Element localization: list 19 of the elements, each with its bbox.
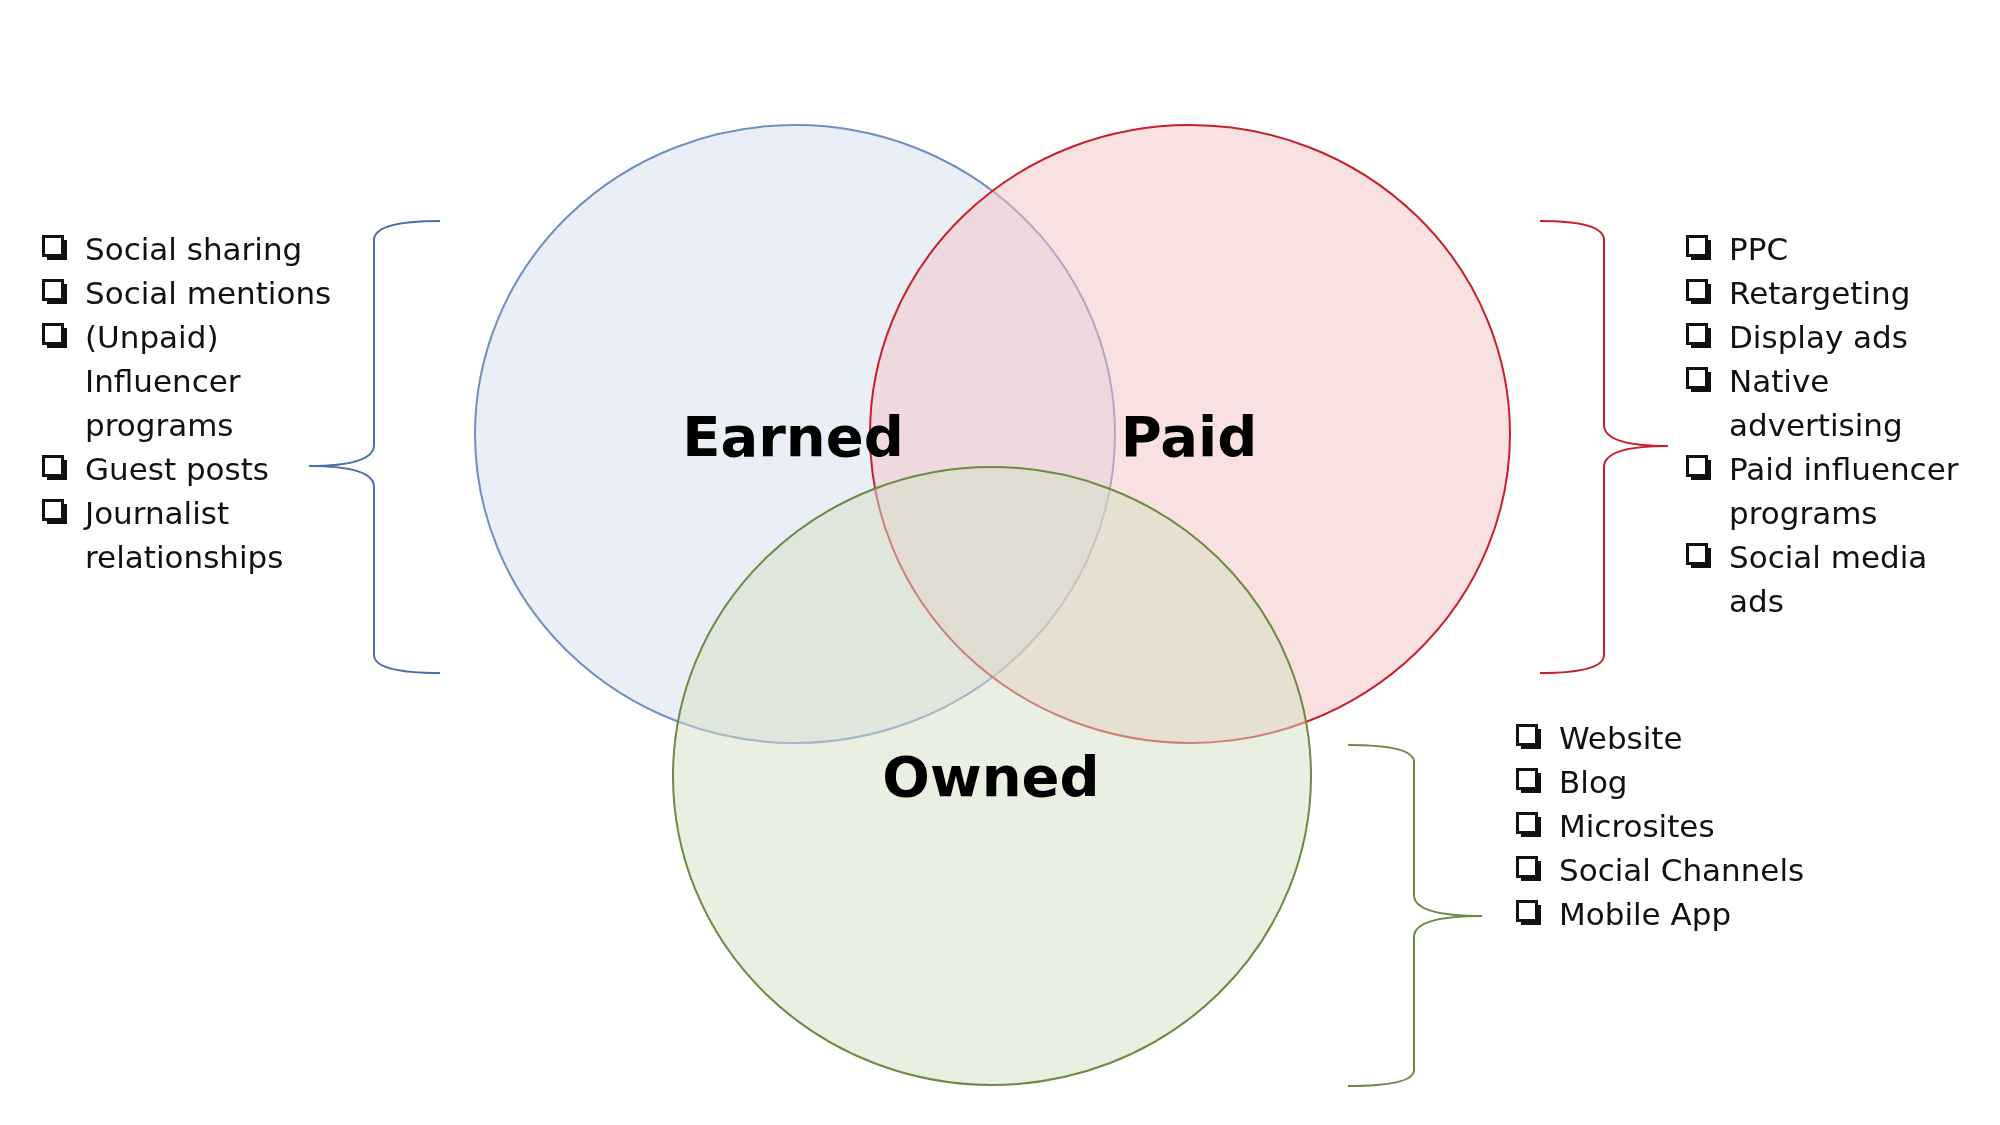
list-item-text: Social sharing (85, 230, 303, 269)
list-item-text: Social Channels (1559, 851, 1805, 890)
list-item-text: Journalist relationships (85, 494, 285, 577)
list-item-text: Social media ads (1729, 538, 1929, 621)
list-item-text: Guest posts (85, 450, 269, 489)
circle-label: Owned (882, 743, 1100, 809)
list-item-text: PPC (1729, 230, 1789, 269)
list-item-text: Social mentions (85, 274, 332, 313)
list-item-text: Mobile App (1559, 895, 1732, 934)
circle-label: Paid (1120, 403, 1258, 469)
list-item-text: Display ads (1729, 318, 1908, 357)
list-item-text: Blog (1559, 763, 1628, 802)
list-item-text: Native advertising (1729, 362, 1904, 445)
list-item-text: Microsites (1559, 807, 1715, 846)
list-item-text: Website (1559, 719, 1683, 758)
list-item-text: Retargeting (1729, 274, 1911, 313)
list-item-text: (Unpaid) Influencer programs (85, 318, 242, 445)
venn-circle (672, 466, 1312, 1086)
list-item-text: Paid influencer programs (1729, 450, 1960, 533)
